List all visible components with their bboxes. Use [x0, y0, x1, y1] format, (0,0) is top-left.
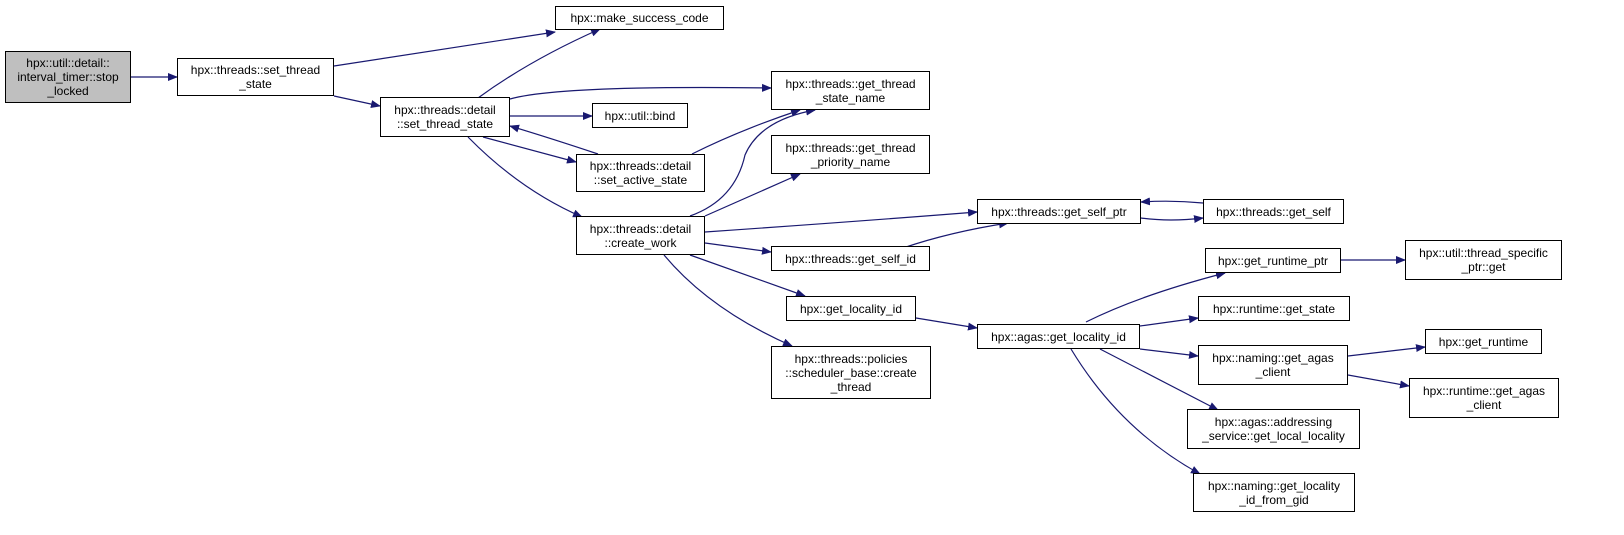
edge-get-self-id-to-get-self-ptr	[902, 220, 1009, 249]
edge-detail-set-thread-state-to-create-work	[467, 136, 583, 218]
node-get-self-ptr[interactable]: hpx::threads::get_self_ptr	[977, 199, 1141, 224]
node-set-active-state[interactable]: hpx::threads::detail ::set_active_state	[576, 154, 705, 192]
edge-set-active-state-to-detail-set-thread-state	[509, 124, 599, 155]
node-get-runtime-ptr[interactable]: hpx::get_runtime_ptr	[1205, 248, 1341, 273]
edge-set-thread-state-to-detail-set-thread-state	[333, 95, 381, 108]
edge-create-work-to-get-thread-state-name	[689, 107, 816, 217]
node-make-success-code[interactable]: hpx::make_success_code	[555, 6, 724, 30]
edge-agas-get-locality-id-to-runtime-get-state	[1139, 315, 1199, 327]
node-create-work[interactable]: hpx::threads::detail ::create_work	[576, 216, 705, 255]
edge-set-thread-state-to-make-success-code	[333, 29, 556, 67]
node-scheduler-create-thread[interactable]: hpx::threads::policies ::scheduler_base:…	[771, 346, 931, 399]
node-get-thread-state-name[interactable]: hpx::threads::get_thread _state_name	[771, 71, 930, 110]
edge-agas-get-locality-id-to-get-runtime-ptr	[1085, 271, 1226, 323]
node-interval-timer-stop-locked: hpx::util::detail:: interval_timer::stop…	[5, 51, 131, 103]
edge-create-work-to-get-self-id	[704, 242, 772, 255]
node-naming-get-agas-client[interactable]: hpx::naming::get_agas _client	[1198, 345, 1348, 385]
edge-naming-get-agas-client-to-runtime-get-agas-client	[1347, 374, 1410, 389]
edge-detail-set-thread-state-to-get-thread-state-name	[509, 83, 772, 100]
node-runtime-get-state[interactable]: hpx::runtime::get_state	[1198, 296, 1350, 321]
edge-set-active-state-to-get-thread-state-name	[691, 109, 801, 155]
edge-agas-get-locality-id-to-addressing-service	[1099, 348, 1219, 411]
edge-naming-get-agas-client-to-get-runtime	[1347, 344, 1426, 357]
edge-agas-get-locality-id-to-naming-get-agas-client	[1139, 348, 1199, 359]
edge-get-locality-id-to-agas-get-locality-id	[915, 317, 978, 331]
edge-get-self-ptr-to-get-self	[1140, 215, 1204, 224]
node-addressing-service-get-local-locality[interactable]: hpx::agas::addressing _service::get_loca…	[1187, 409, 1360, 449]
node-util-bind[interactable]: hpx::util::bind	[592, 103, 688, 128]
node-get-locality-id-from-gid[interactable]: hpx::naming::get_locality _id_from_gid	[1193, 473, 1355, 512]
node-get-self[interactable]: hpx::threads::get_self	[1203, 199, 1344, 224]
edge-agas-get-locality-id-to-get-locality-id-from-gid	[1070, 348, 1201, 475]
edge-create-work-to-scheduler-create-thread	[663, 254, 793, 347]
node-thread-specific-ptr-get[interactable]: hpx::util::thread_specific _ptr::get	[1405, 240, 1562, 280]
edge-detail-set-thread-state-to-set-active-state	[482, 136, 577, 164]
node-get-locality-id[interactable]: hpx::get_locality_id	[786, 296, 916, 321]
node-get-self-id[interactable]: hpx::threads::get_self_id	[771, 246, 930, 271]
node-get-thread-priority-name[interactable]: hpx::threads::get_thread _priority_name	[771, 135, 930, 174]
edge-detail-set-thread-state-to-make-success-code	[477, 28, 601, 99]
edge-get-self-to-get-self-ptr	[1140, 197, 1204, 206]
node-set-thread-state[interactable]: hpx::threads::set_thread _state	[177, 58, 334, 96]
node-get-runtime[interactable]: hpx::get_runtime	[1425, 329, 1542, 354]
node-agas-get-locality-id[interactable]: hpx::agas::get_locality_id	[977, 324, 1140, 349]
node-detail-set-thread-state[interactable]: hpx::threads::detail ::set_thread_state	[380, 97, 510, 137]
edge-create-work-to-get-self-ptr	[704, 208, 978, 233]
edge-create-work-to-get-locality-id	[689, 254, 806, 297]
node-runtime-get-agas-client[interactable]: hpx::runtime::get_agas _client	[1409, 378, 1559, 418]
edge-create-work-to-get-thread-priority-name	[704, 173, 801, 217]
